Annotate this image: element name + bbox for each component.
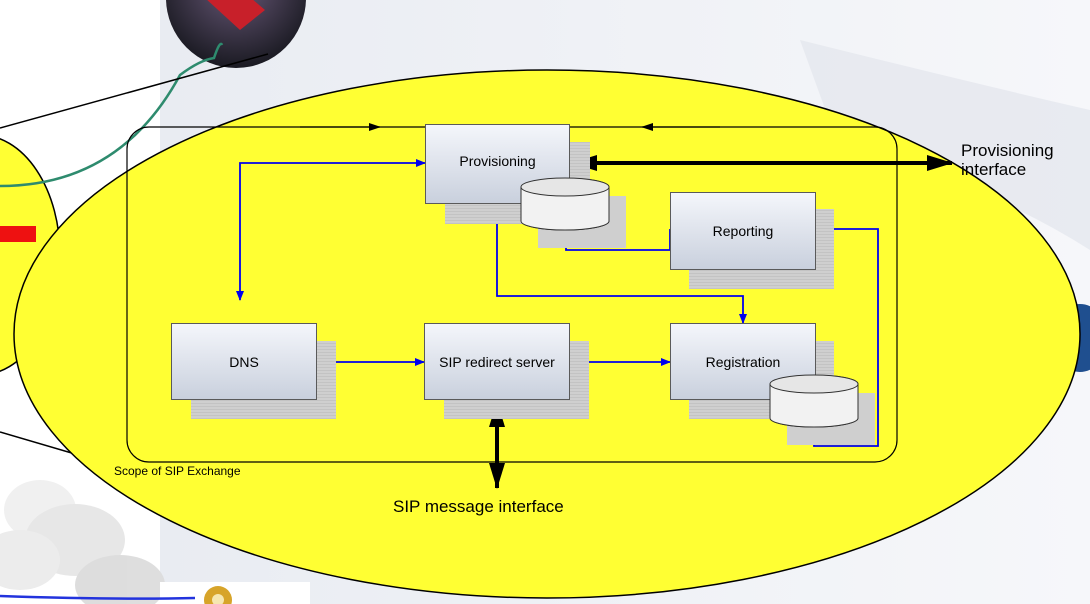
flow-provisioning-registration — [493, 205, 747, 324]
top-app-icon — [166, 0, 306, 68]
scope-label: Scope of SIP Exchange — [114, 464, 241, 478]
dns-label: DNS — [229, 353, 259, 370]
reporting-label: Reporting — [712, 223, 774, 239]
provisioning-interface-label: Provisioning interface — [961, 141, 1054, 179]
reporting-box: Reporting — [670, 192, 816, 270]
provisioning-label: Provisioning — [459, 153, 536, 169]
flow-dns-provisioning — [236, 159, 426, 301]
left-red-bar — [0, 226, 36, 242]
cloud-icon — [0, 480, 165, 604]
top-app-icon-glyph — [207, 0, 265, 30]
sip-message-interface-label: SIP message interface — [393, 497, 564, 516]
registration-label: Registration — [705, 353, 781, 370]
blue-cable — [0, 594, 196, 600]
dns-box: DNS — [171, 323, 317, 400]
registration-box: Registration — [670, 323, 816, 400]
gear-icon — [160, 582, 310, 604]
sip-redirect-label: SIP redirect server — [439, 353, 555, 370]
sip-redirect-box: SIP redirect server — [424, 323, 570, 400]
panel-swoosh — [800, 40, 1090, 250]
green-cable — [0, 42, 224, 188]
provisioning-box: Provisioning — [425, 124, 570, 204]
connector-line-upper — [0, 53, 269, 129]
